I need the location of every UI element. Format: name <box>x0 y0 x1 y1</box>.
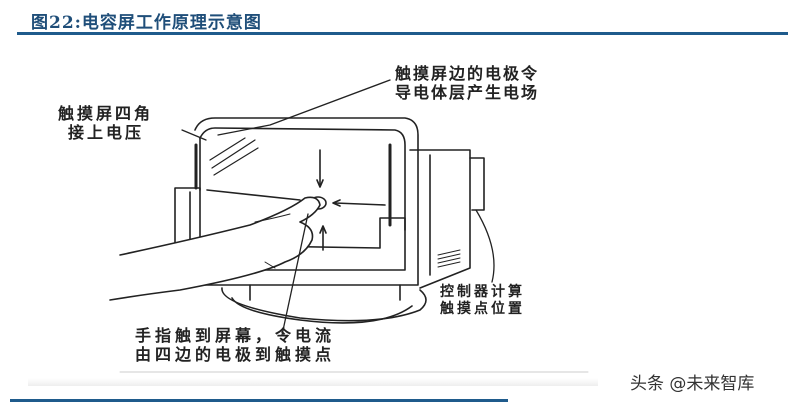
figure-bottom-shadow <box>28 378 598 386</box>
label-controller: 控制器计算 触摸点位置 <box>440 284 525 318</box>
label-line: 手指触到屏幕，令电流 <box>135 326 336 345</box>
top-divider <box>17 32 788 35</box>
label-finger-touch: 手指触到屏幕，令电流 由四边的电极到触摸点 <box>135 326 335 364</box>
label-edge-electrodes: 触摸屏边的电极令 导电体层产生电场 <box>395 64 539 102</box>
label-line: 导电体层产生电场 <box>395 83 540 103</box>
touchscreen-diagram <box>109 79 589 373</box>
figure-title: 图22:电容屏工作原理示意图 <box>31 13 262 33</box>
watermark: 头条 @未来智库 <box>630 374 755 394</box>
bottom-divider <box>10 399 508 402</box>
label-line: 触摸屏边的电极令 <box>395 64 540 83</box>
label-line: 接上电压 <box>68 123 145 143</box>
label-corner-voltage: 触摸屏四角 接上电压 <box>58 104 153 142</box>
label-line: 触摸点位置 <box>440 300 525 317</box>
label-line: 由四边的电极到触摸点 <box>135 345 336 365</box>
label-line: 触摸屏四角 <box>58 104 154 123</box>
label-line: 控制器计算 <box>440 284 525 300</box>
